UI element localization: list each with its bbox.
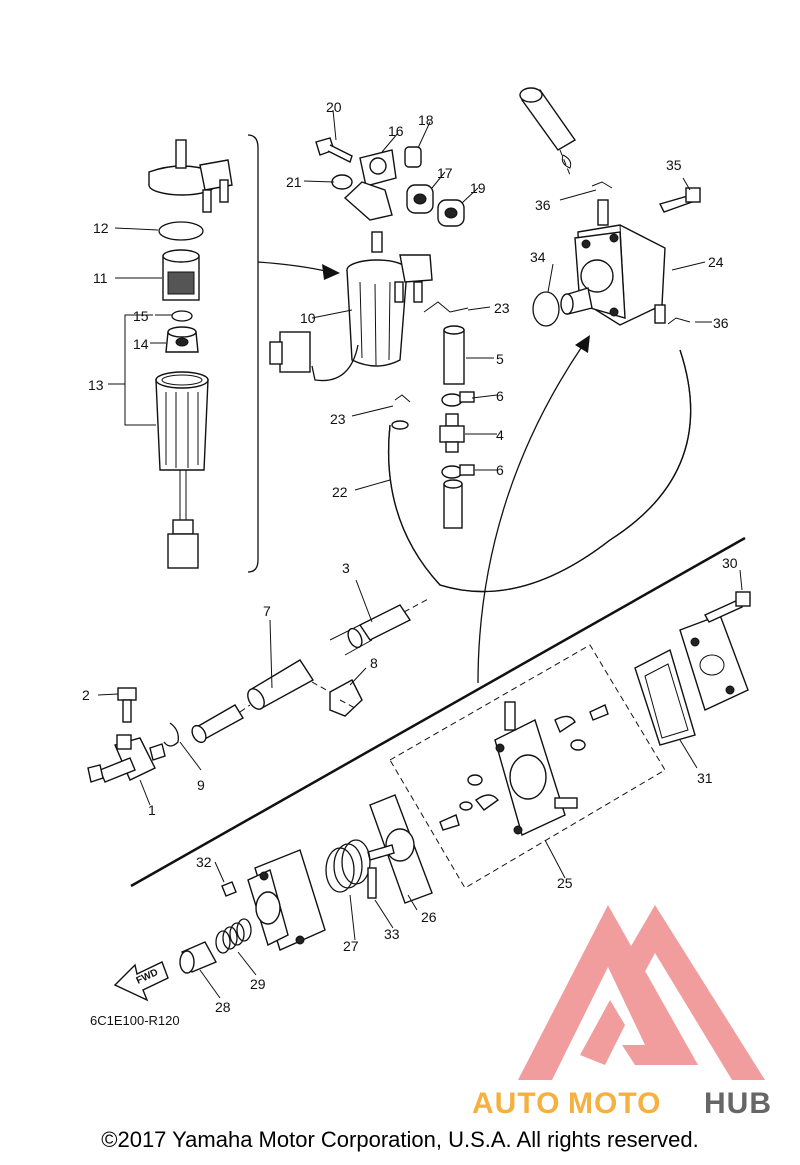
callout-14: 14 — [133, 336, 149, 352]
callout-2: 2 — [82, 687, 90, 703]
nut-21 — [331, 174, 353, 190]
callout-25: 25 — [557, 875, 573, 891]
hose-22 — [387, 349, 692, 593]
clamp-6a — [441, 391, 475, 407]
callout-8: 8 — [370, 655, 378, 671]
pump-cover — [247, 849, 326, 951]
callout-20: 20 — [326, 99, 342, 115]
callout-18: 18 — [418, 112, 434, 128]
reference-code: 6C1E100-R120 — [90, 1013, 180, 1028]
svg-text:AUTO: AUTO — [472, 1087, 560, 1120]
callout-6b: 6 — [496, 462, 504, 478]
callout-11: 11 — [93, 270, 108, 286]
filter-cup-13 — [155, 371, 209, 569]
callout-34: 34 — [530, 249, 546, 265]
assembly-25-box — [389, 644, 666, 889]
clip-15 — [171, 310, 193, 322]
spring-27 — [325, 839, 371, 893]
callout-23b: 23 — [330, 411, 346, 427]
callout-13: 13 — [88, 377, 104, 393]
filter-bracket — [247, 134, 259, 573]
callout-3: 3 — [342, 560, 350, 576]
hose-7 — [191, 659, 314, 744]
clip-8 — [311, 679, 363, 717]
callout-32: 32 — [196, 854, 212, 870]
section-divider-line — [130, 536, 746, 888]
callout-26: 26 — [421, 909, 437, 925]
callout-36b: 36 — [713, 315, 729, 331]
callout-27: 27 — [343, 938, 359, 954]
pump-rod — [519, 87, 577, 176]
nut-14 — [165, 326, 199, 353]
cover-plate — [679, 614, 749, 711]
pin-33 — [367, 867, 377, 899]
filter-head — [148, 139, 233, 213]
callout-10: 10 — [300, 310, 316, 326]
callout-33: 33 — [384, 926, 400, 942]
fitting-1 — [87, 734, 166, 783]
callout-22: 22 — [332, 484, 348, 500]
callout-21: 21 — [286, 174, 302, 190]
svg-text:HUB: HUB — [704, 1087, 772, 1120]
bolt-30 — [704, 591, 751, 623]
callout-4: 4 — [496, 427, 504, 443]
clamp-6b — [441, 464, 475, 479]
collar-19 — [437, 199, 465, 227]
callout-28: 28 — [215, 999, 231, 1015]
callout-35: 35 — [666, 157, 682, 173]
clip-9 — [163, 722, 179, 747]
svg-text:MOTO: MOTO — [568, 1087, 661, 1120]
assembly-arrow — [257, 261, 331, 273]
spring-29 — [215, 918, 252, 954]
fuel-pump-24 — [560, 199, 666, 326]
gasket-31 — [634, 648, 696, 746]
o-ring-12 — [158, 221, 204, 241]
fwd-arrow: FWD — [113, 961, 169, 1002]
callout-30: 30 — [722, 555, 738, 571]
copyright-notice: ©2017 Yamaha Motor Corporation, U.S.A. A… — [101, 1127, 699, 1152]
bolt-2 — [117, 687, 137, 723]
bolt-35 — [658, 187, 701, 213]
callout-29: 29 — [250, 976, 266, 992]
plunger-28 — [179, 941, 217, 974]
hose-3 — [329, 597, 431, 656]
callout-12: 12 — [93, 220, 109, 236]
diaphragm-26 — [367, 794, 433, 904]
callout-5: 5 — [496, 351, 504, 367]
grommet-17 — [406, 184, 434, 214]
callout-7: 7 — [263, 603, 271, 619]
nut-32 — [221, 881, 237, 897]
callout-15: 15 — [133, 308, 149, 324]
callout-17: 17 — [437, 165, 453, 181]
callout-1: 1 — [148, 802, 156, 818]
callout-19: 19 — [470, 180, 486, 196]
bolt-20 — [315, 137, 353, 163]
o-ring-34 — [532, 291, 560, 327]
grommet-18 — [404, 146, 422, 168]
callout-23a: 23 — [494, 300, 510, 316]
fuel-filter-10 — [269, 231, 433, 382]
pump-arrow — [477, 344, 584, 684]
callout-24: 24 — [708, 254, 724, 270]
joint-4 — [439, 413, 465, 453]
hose-short — [443, 479, 463, 529]
pump-body-25 — [494, 701, 578, 836]
bracket-16 — [343, 149, 397, 221]
hose-5 — [443, 325, 465, 385]
callout-9: 9 — [197, 777, 205, 793]
strainer-11 — [162, 249, 200, 301]
automotohub-logo: AUTO MOTO HUB — [472, 905, 772, 1120]
callout-16: 16 — [388, 123, 404, 139]
callout-31: 31 — [697, 770, 713, 786]
callout-36a: 36 — [535, 197, 551, 213]
callout-6a: 6 — [496, 388, 504, 404]
check-valves — [439, 704, 609, 831]
